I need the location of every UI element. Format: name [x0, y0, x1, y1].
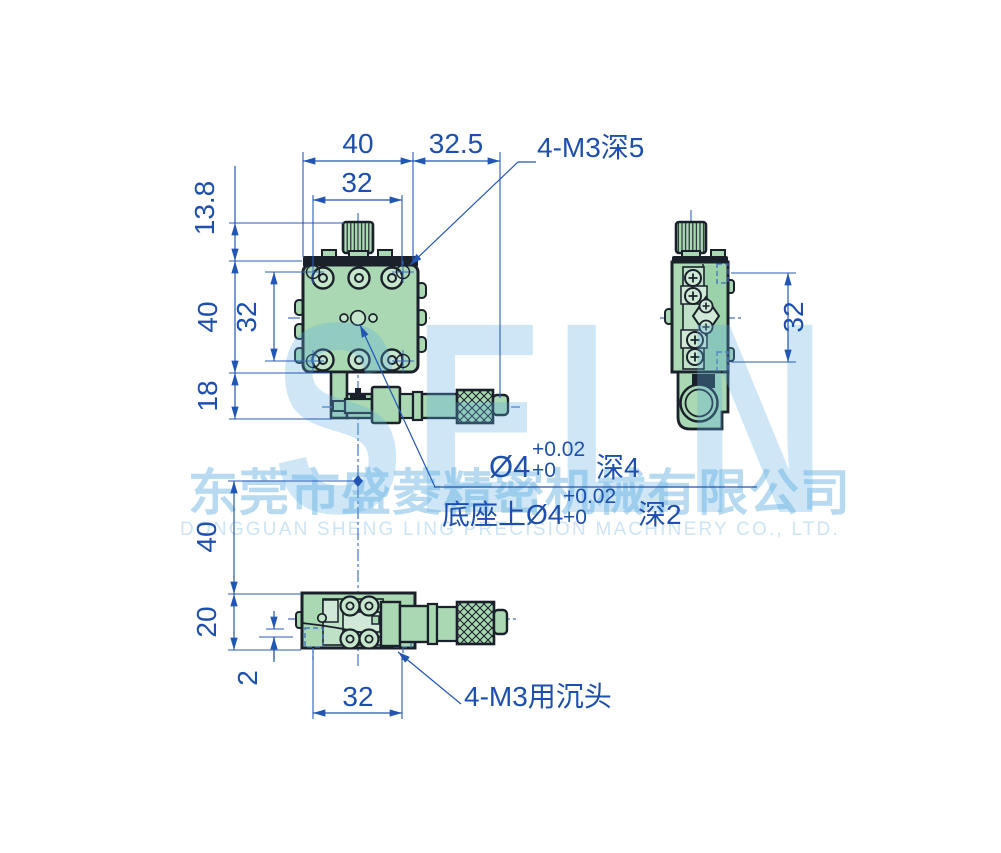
- dim-front-hole-span-v: 32: [231, 301, 262, 332]
- dim-bottom-offset: 2: [232, 670, 263, 686]
- watermark-brand-text: SELN: [273, 266, 836, 570]
- hole-top-dia: Ø4: [489, 449, 530, 484]
- watermark-company-en: DONGGUAN SHENG LING PRECISION MACHINERY …: [180, 519, 840, 540]
- hole-bottom-dia: 底座上Ø4: [442, 499, 563, 530]
- watermark-brand-logo: SELN: [273, 266, 836, 570]
- bottom-view: [288, 591, 516, 660]
- hidden-counterbore: [304, 627, 324, 648]
- adjust-knob: [341, 220, 375, 255]
- hole-top-tol-sup: +0.02: [532, 438, 585, 461]
- reference-point-marker: [353, 475, 363, 487]
- base-bracket: [676, 370, 730, 431]
- dim-front-base-height: 18: [192, 380, 223, 411]
- hole-bottom-tol-sup: +0.02: [563, 485, 616, 508]
- annotation-center-hole: Ø4 +0.02 +0 深4 底座上Ø4 +0.02 +0 深2: [359, 324, 757, 530]
- hole-bottom-depth: 深2: [638, 499, 682, 530]
- dim-front-hole-span-h: 32: [341, 167, 372, 198]
- dim-bottom-hole-span: 32: [342, 681, 373, 712]
- annotation-m3-bottom-text: 4-M3用沉头: [464, 681, 612, 712]
- dimension-side: 32: [731, 272, 809, 363]
- thimble-knurl: [455, 600, 496, 646]
- adjust-knob: [674, 220, 708, 255]
- center-hole: [339, 309, 378, 327]
- watermark-company: 东莞市盛菱精密机械有限公司 DONGGUAN SHENG LING PRECIS…: [180, 465, 851, 540]
- micrometer-bottom: [379, 600, 509, 648]
- dim-front-knob-height: 13.8: [189, 181, 220, 236]
- annotation-m3-top: 4-M3深5: [409, 132, 644, 266]
- dimensions-front-top: 40 32.5 32: [302, 128, 501, 398]
- annotation-m3-top-text: 4-M3深5: [537, 132, 644, 163]
- dim-front-height: 40: [192, 301, 223, 332]
- hole-bottom-tol-sub: +0: [563, 506, 587, 529]
- dim-bottom-gap: 40: [191, 521, 222, 552]
- dimensions-bottom: 40 20 2 32: [191, 475, 403, 719]
- dim-bottom-height: 20: [191, 606, 222, 637]
- pin-hole: [316, 612, 328, 624]
- annotation-m3-bottom: 4-M3用沉头: [397, 651, 612, 712]
- hole-top-tol-sub: +0: [532, 459, 556, 482]
- hole-top-depth: 深4: [596, 452, 640, 483]
- dimensions-front-left: 13.8 40 18 32: [189, 166, 344, 420]
- dim-front-width: 40: [342, 128, 373, 159]
- hidden-hole: [716, 263, 729, 284]
- side-view: [660, 210, 742, 431]
- dim-front-to-mic: 32.5: [429, 128, 484, 159]
- dim-side-hole-span: 32: [778, 301, 809, 332]
- front-view: [288, 213, 520, 666]
- watermark-company-cn: 东莞市盛菱精密机械有限公司: [188, 465, 851, 521]
